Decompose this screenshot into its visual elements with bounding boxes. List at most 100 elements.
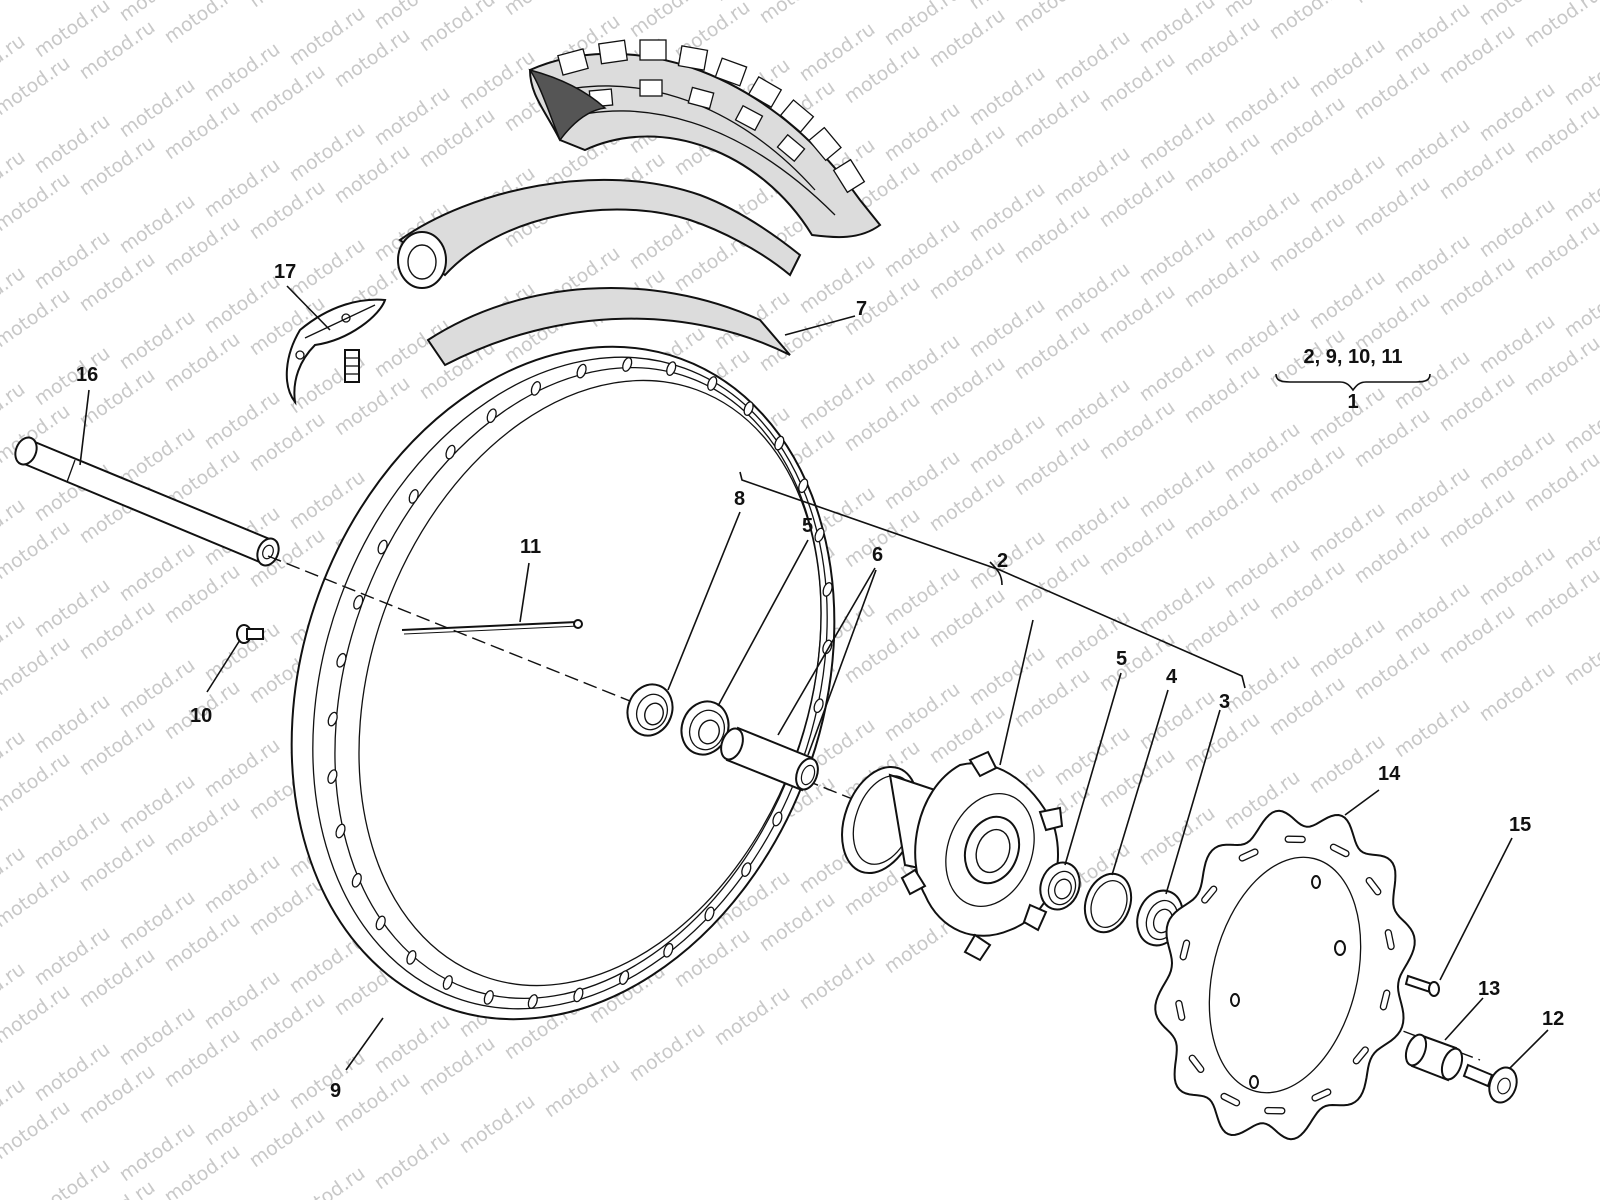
rim-hole (445, 444, 456, 460)
rim-hole (327, 769, 338, 784)
watermark-text: motod.ru (1265, 0, 1349, 44)
watermark-text: motod.ru (160, 0, 244, 48)
rim-lock (285, 298, 387, 406)
watermark-text: motod.ru (755, 0, 839, 28)
axle (14, 436, 280, 567)
rim-hole (442, 975, 453, 990)
circlip-4 (1083, 872, 1133, 934)
watermark-text: motod.ru (1560, 506, 1600, 574)
watermark-text: motod.ru (1520, 0, 1600, 52)
watermark-text: motod.ru (0, 284, 74, 352)
bearing-5-right (1039, 861, 1081, 911)
watermark-text: motod.ru (1560, 42, 1600, 110)
callout-13: 13 (1478, 978, 1500, 1000)
watermark-text: motod.ru (795, 946, 879, 1014)
rim-hole (743, 401, 754, 416)
disc-slot (1352, 1046, 1369, 1065)
callout-8: 8 (734, 488, 745, 510)
watermark-text: motod.ru (1560, 390, 1600, 458)
watermark-text: motod.ru (0, 1096, 74, 1164)
callout-15: 15 (1509, 814, 1531, 836)
rim-hole (663, 942, 674, 958)
watermark-text: motod.ru (0, 632, 74, 700)
rim-hole (406, 950, 417, 965)
callout-7: 7 (856, 298, 867, 320)
assembly-bracket-2 (739, 471, 1246, 689)
rim-hole (353, 594, 364, 610)
disc-slot (1220, 1092, 1241, 1107)
watermark-text: motod.ru (0, 0, 74, 4)
rim-hole (707, 376, 718, 391)
watermark-text: motod.ru (1305, 730, 1389, 798)
watermark-text: motod.ru (245, 0, 329, 12)
watermark-text: motod.ru (455, 1090, 539, 1158)
watermark-text: motod.ru (0, 748, 74, 816)
watermark-text: motod.ru (285, 1162, 369, 1200)
leader-lines (79, 285, 1549, 1071)
callouts: 17 16 7 8 5 6 11 10 9 2 5 4 3 14 15 13 1… (76, 261, 1564, 1102)
brake-disc (1154, 809, 1416, 1141)
callout-4: 4 (1166, 666, 1178, 688)
disc-slot (1238, 848, 1259, 862)
spacer-6 (720, 726, 819, 792)
callout-6: 6 (872, 544, 883, 566)
legend-group-label: 2, 9, 10, 11 (1304, 346, 1403, 368)
bearing-5-left (680, 700, 730, 756)
watermark-text: motod.ru (0, 168, 74, 236)
callout-14: 14 (1378, 763, 1401, 785)
watermark-text: motod.ru (415, 0, 499, 56)
watermark-text: motod.ru (710, 982, 794, 1050)
callout-16: 16 (76, 364, 98, 386)
rim-hole (704, 906, 715, 922)
watermark-text: motod.ru (540, 1054, 624, 1122)
watermark-text: motod.ru (500, 0, 584, 20)
watermark-text: motod.ru (0, 980, 74, 1048)
rim-hole (622, 357, 633, 372)
rim-hole (530, 381, 542, 396)
callout-3: 3 (1219, 691, 1230, 713)
disc-screw-15 (1404, 974, 1440, 997)
rim-hole (813, 698, 824, 714)
rim-hole (772, 811, 783, 827)
disc-slot (1175, 999, 1186, 1021)
rim-hole (483, 990, 494, 1005)
disc-slot (1311, 1088, 1332, 1102)
disc-slot (1179, 939, 1191, 961)
disc-slot (1329, 843, 1350, 858)
spoke (401, 619, 583, 635)
rim-hole (618, 970, 630, 985)
watermark-text: motod.ru (1390, 694, 1474, 762)
watermark-text: motod.ru (1010, 0, 1094, 36)
callout-5-right: 5 (1116, 648, 1127, 670)
rim-hole (822, 582, 833, 597)
rim-hole (375, 915, 386, 931)
rim-hole (486, 408, 497, 424)
rim-spoke-holes (327, 357, 833, 1009)
rim-hole (774, 435, 785, 451)
watermark-text: motod.ru (625, 1018, 709, 1086)
watermark-text: motod.ru (370, 1126, 454, 1194)
disc-slot (1201, 885, 1218, 904)
rim-hole (336, 652, 347, 668)
rim-hole (666, 361, 677, 376)
axle-bolt-12 (1462, 1063, 1518, 1104)
rim-hole (335, 823, 346, 839)
disc-slot (1384, 929, 1395, 951)
legend-brace (1275, 373, 1431, 392)
rim-tape (426, 287, 791, 367)
rim-hole (527, 994, 538, 1009)
rim-hole (351, 872, 362, 888)
tire (528, 39, 882, 239)
disc-slot (1365, 876, 1382, 896)
watermark-text: motod.ru (1560, 622, 1600, 690)
spoke-nipple (236, 624, 264, 644)
callout-2: 2 (997, 550, 1008, 572)
callout-10: 10 (190, 705, 212, 727)
rim-hole (573, 987, 584, 1003)
rim-hole (327, 711, 338, 727)
rim-hole (741, 862, 752, 877)
callout-11: 11 (520, 536, 541, 558)
watermark-text: motod.ru (30, 1154, 114, 1200)
